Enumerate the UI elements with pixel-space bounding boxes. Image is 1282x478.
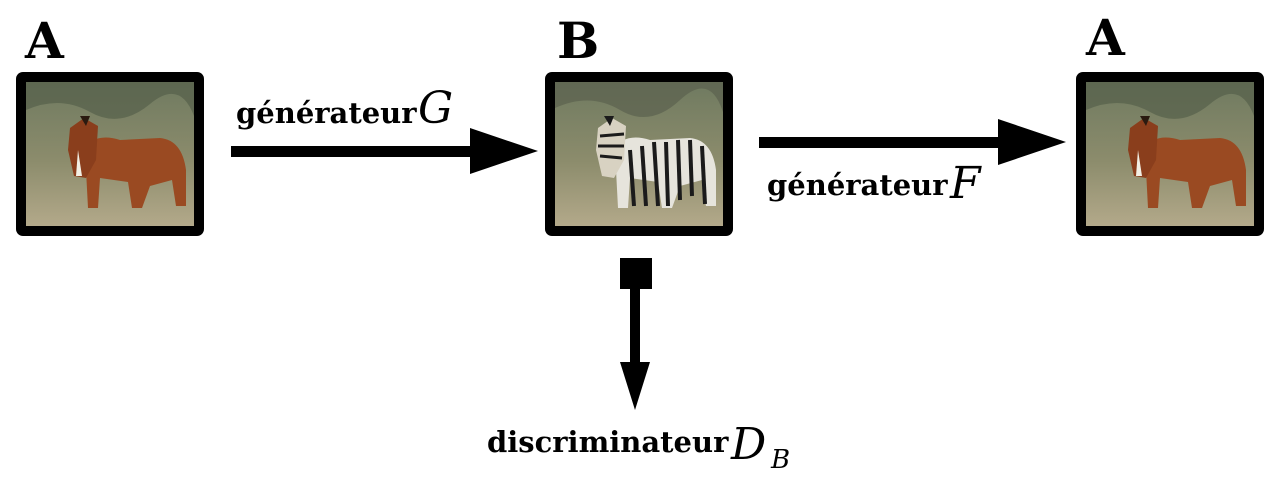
domain-label-b: B <box>557 11 599 70</box>
generator-g-word: générateur <box>236 96 417 130</box>
label-generator-f: générateur F <box>767 158 982 209</box>
discriminator-word: discriminateur <box>487 425 729 459</box>
arrow-discriminator <box>620 258 652 410</box>
translated-image-zebra <box>545 72 733 236</box>
discriminator-subscript: B <box>770 445 790 475</box>
discriminator-symbol: D <box>730 419 766 470</box>
generator-f-symbol: F <box>949 158 982 209</box>
domain-label-a-reconstructed: A <box>1085 8 1126 67</box>
arrow-generator-g <box>231 128 538 174</box>
generator-f-word: générateur <box>767 168 948 202</box>
domain-label-a: A <box>24 11 65 70</box>
label-discriminator: discriminateur D B <box>487 419 790 475</box>
arrow-generator-f <box>759 119 1066 165</box>
source-image-horse <box>16 72 204 236</box>
reconstructed-image-horse <box>1076 72 1264 236</box>
generator-g-symbol: G <box>418 83 453 134</box>
label-generator-g: générateur G <box>236 83 453 134</box>
